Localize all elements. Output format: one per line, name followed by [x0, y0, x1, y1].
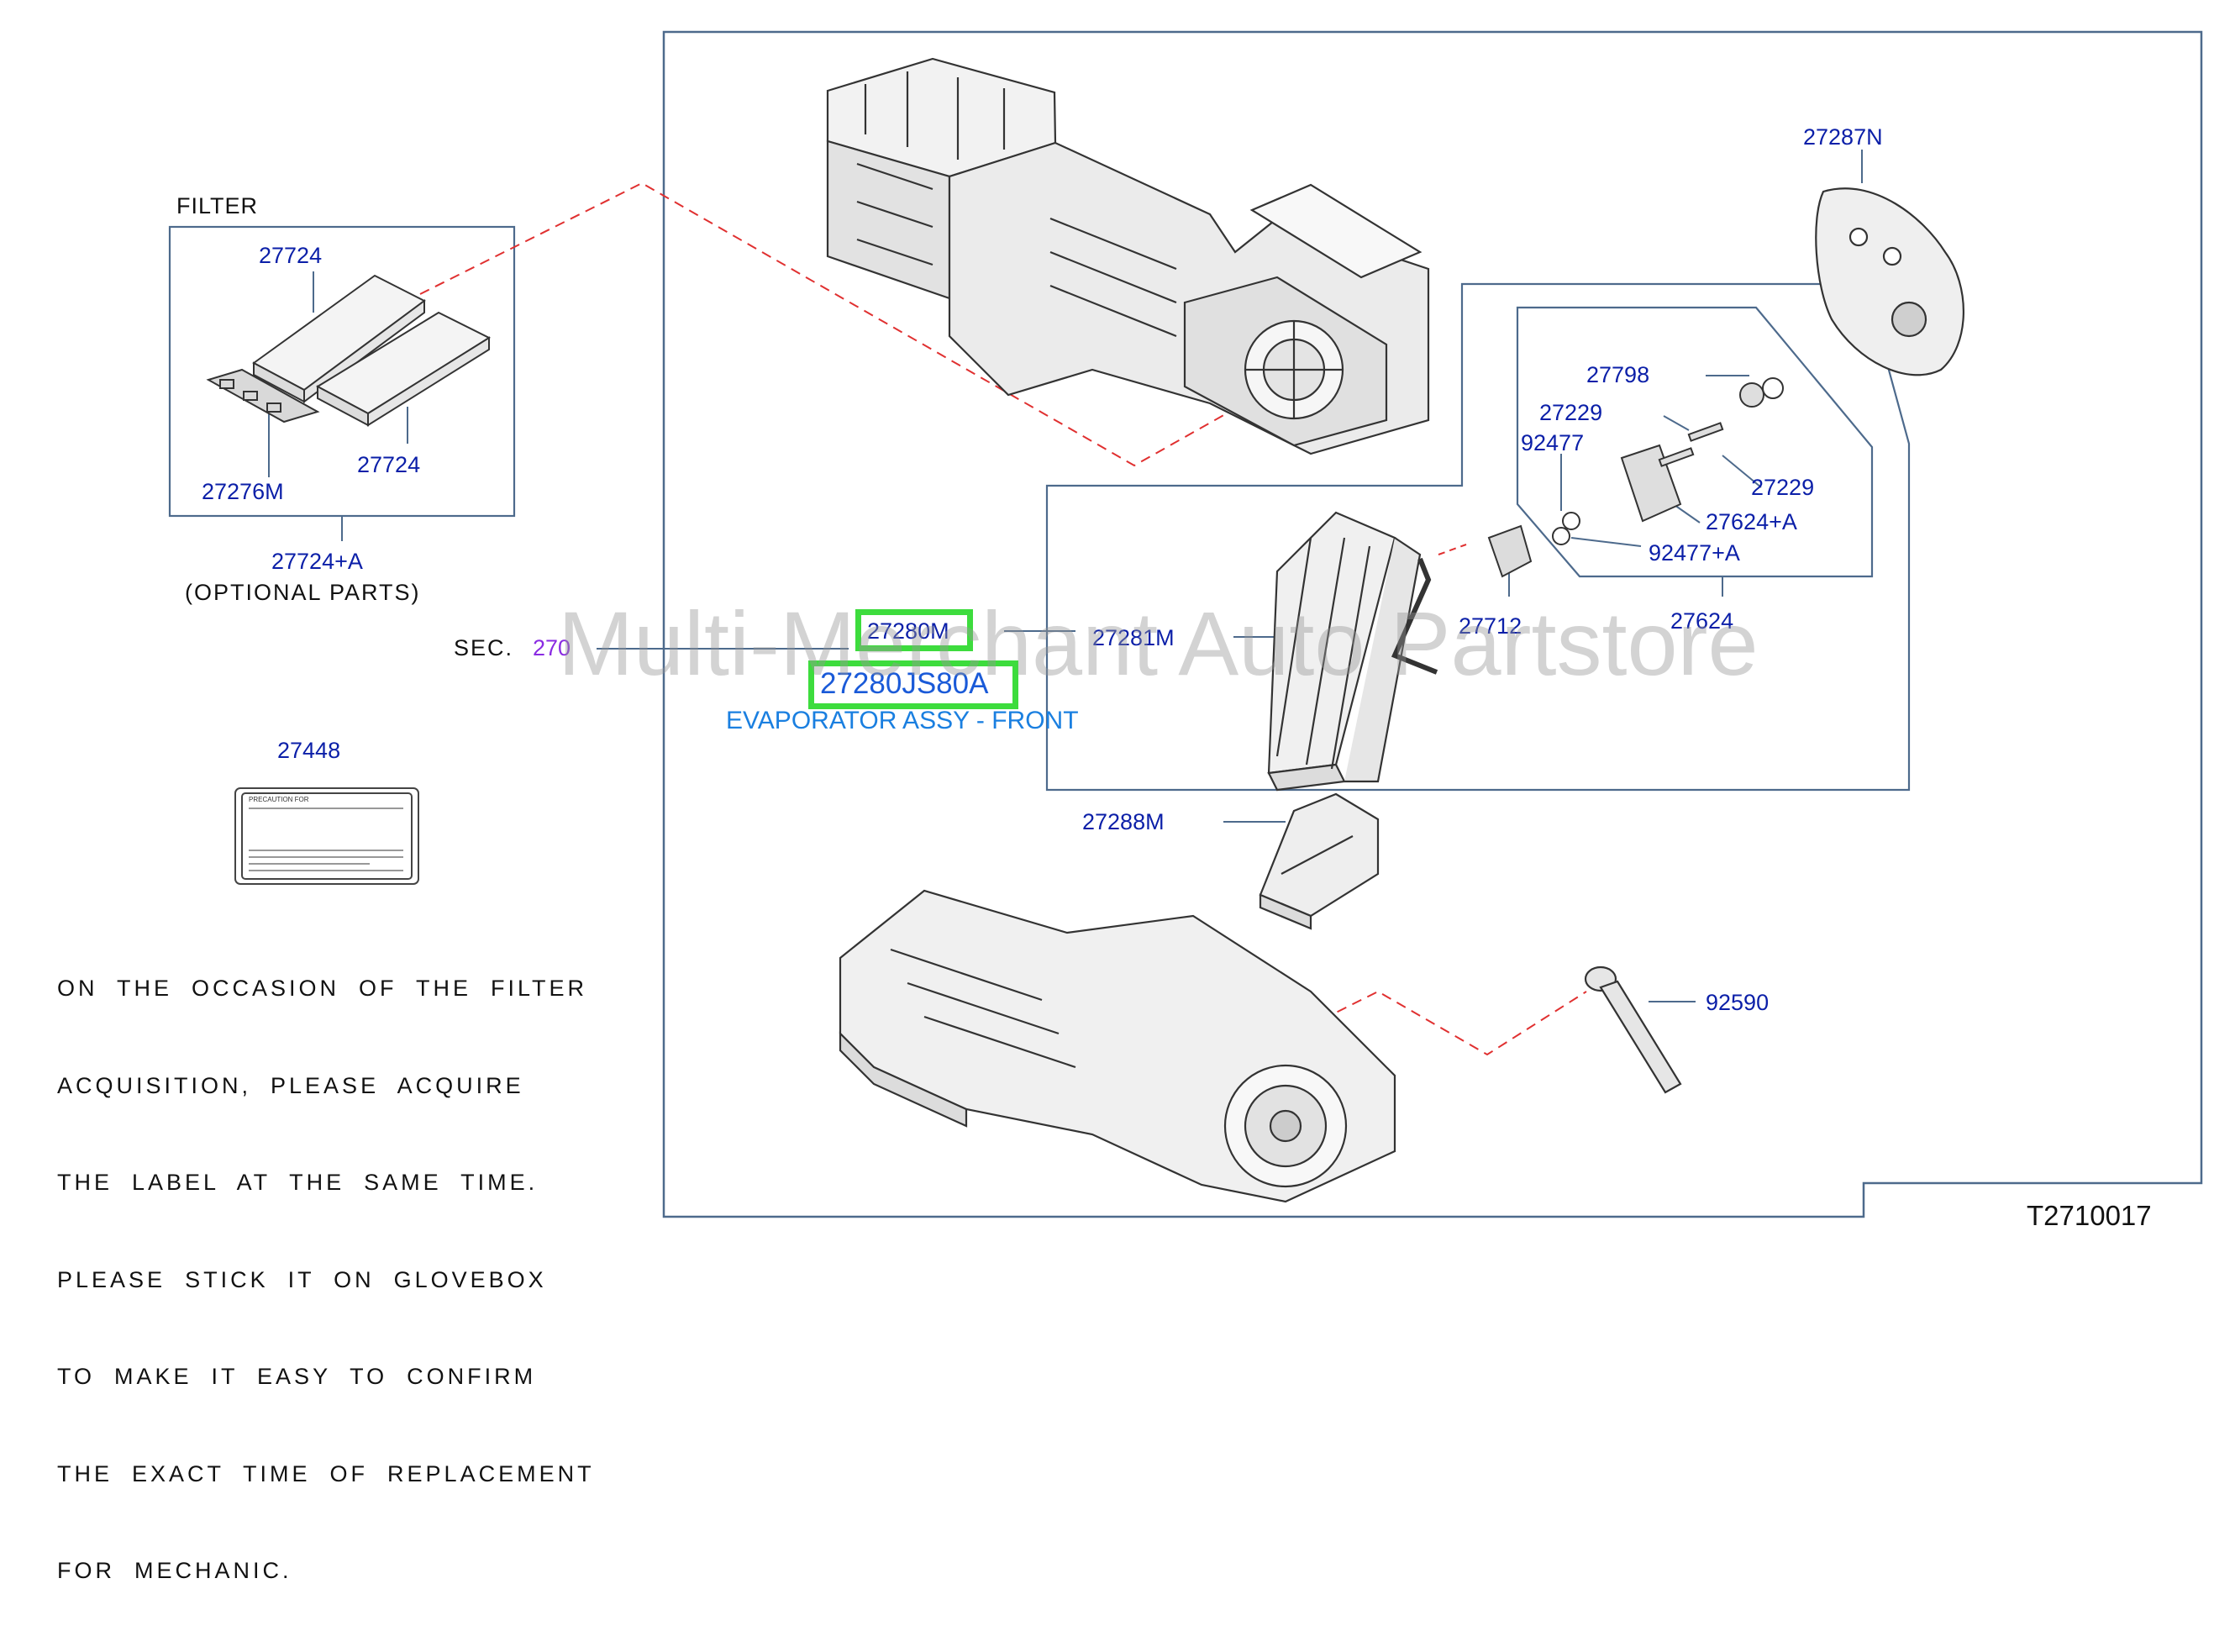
diagram-id: T2710017: [2027, 1200, 2152, 1231]
filter-label-note: ON THE OCCASION OF THE FILTER ACQUISITIO…: [57, 908, 595, 1652]
filter-frame: [206, 368, 320, 424]
diagram-drawing: [168, 30, 2203, 1218]
part-number-27724A[interactable]: 27724+A: [271, 549, 363, 574]
part-number-27229-upper[interactable]: 27229: [1539, 400, 1603, 425]
parts-diagram: FILTER 27724 27724 27276M 27724+A (OPTIO…: [57, 30, 2203, 1583]
upper-case-assembly: [826, 57, 1430, 455]
part-number-27288M[interactable]: 27288M: [1082, 809, 1165, 834]
part-number-27276M[interactable]: 27276M: [202, 479, 284, 504]
watermark: Multi-Merchant Auto Partstore: [558, 592, 1759, 694]
part-number-27281M[interactable]: 27281M: [1092, 625, 1175, 650]
aspirator-hose-92590: [1584, 965, 1682, 1094]
part-number-92477[interactable]: 92477: [1521, 430, 1585, 455]
part-number-27229-lower[interactable]: 27229: [1751, 475, 1815, 500]
label-card-text: PRECAUTION FOR: [249, 796, 309, 803]
filter-title: FILTER: [176, 193, 259, 218]
filter-leader: [419, 182, 1228, 467]
part-number-27798[interactable]: 27798: [1586, 362, 1650, 387]
part-number-92590[interactable]: 92590: [1706, 990, 1770, 1015]
part-number-27448[interactable]: 27448: [277, 738, 341, 763]
part-number-27724-top[interactable]: 27724: [259, 243, 323, 268]
part-number-27724-bottom[interactable]: 27724: [357, 452, 421, 477]
note-line: ON THE OCCASION OF THE FILTER: [57, 976, 588, 1001]
note-line: PLEASE STICK IT ON GLOVEBOX: [57, 1266, 547, 1292]
part-number-27287N[interactable]: 27287N: [1803, 124, 1883, 150]
evaporator-description: EVAPORATOR ASSY - FRONT: [726, 707, 1079, 734]
duct-27288M: [1259, 792, 1380, 930]
optional-parts-note: (OPTIONAL PARTS): [185, 580, 421, 605]
bracket-27712: [1487, 524, 1533, 578]
note-line: THE LABEL AT THE SAME TIME.: [57, 1170, 539, 1195]
highlight-box-part-number: [808, 660, 1018, 709]
main-frame: [662, 30, 2203, 1218]
highlight-box-part: [855, 609, 973, 651]
part-number-27624A[interactable]: 27624+A: [1706, 509, 1797, 534]
expansion-valve: [1552, 377, 1784, 545]
note-line: THE EXACT TIME OF REPLACEMENT: [57, 1460, 595, 1486]
note-line: ACQUISITION, PLEASE ACQUIRE: [57, 1072, 524, 1098]
valve-frame: [1516, 306, 1874, 578]
note-line: FOR MECHANIC.: [57, 1558, 292, 1583]
filter-element-bottom: [315, 311, 492, 427]
note-line: TO MAKE IT EASY TO CONFIRM: [57, 1364, 537, 1389]
part-number-27712[interactable]: 27712: [1459, 613, 1522, 639]
section-number-link[interactable]: 270: [533, 635, 571, 660]
seal-27287N: [1815, 187, 1964, 376]
section-label: SEC.: [454, 635, 514, 660]
part-number-27280M[interactable]: 27280M: [867, 618, 949, 644]
part-number-92477A[interactable]: 92477+A: [1649, 540, 1740, 566]
part-number-27624[interactable]: 27624: [1670, 608, 1734, 634]
evaporator-core: [1267, 511, 1438, 792]
lower-case-assembly: [839, 889, 1396, 1203]
part-number-27280JS80A[interactable]: 27280JS80A: [820, 667, 989, 700]
